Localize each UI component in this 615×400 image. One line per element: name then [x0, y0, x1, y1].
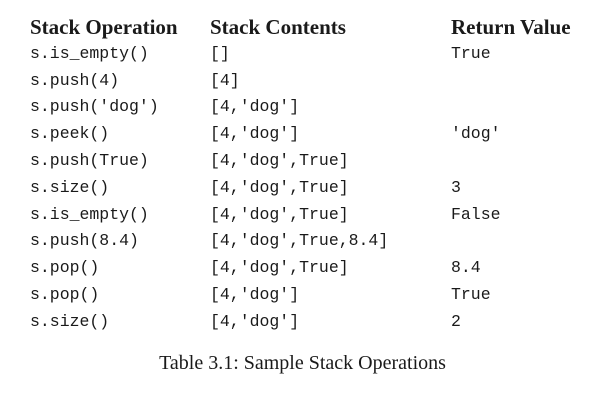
- table-row: s.peek() [4,'dog'] 'dog': [30, 120, 591, 147]
- cell-return-value: [451, 67, 591, 94]
- cell-contents: [4,'dog']: [210, 311, 300, 331]
- table-row: s.pop() [4,'dog',True] 8.4: [30, 254, 591, 281]
- cell-contents: [4,'dog']: [210, 124, 300, 144]
- table-row: s.push('dog') [4,'dog']: [30, 94, 591, 121]
- cell-return-value: False: [451, 204, 501, 224]
- cell-return-value: 3: [451, 177, 461, 197]
- cell-operation: s.pop(): [30, 258, 100, 278]
- table-row: s.push(4) [4]: [30, 67, 591, 94]
- cell-contents: [4,'dog',True,8.4]: [210, 231, 389, 251]
- cell-return-value: True: [451, 285, 491, 305]
- cell-operation: s.push('dog'): [30, 97, 159, 117]
- cell-return-value: [451, 147, 591, 174]
- table-row: s.pop() [4,'dog'] True: [30, 281, 591, 308]
- cell-contents: [4,'dog',True]: [210, 151, 349, 171]
- cell-return-value: 2: [451, 311, 461, 331]
- table-body: s.is_empty() [] True s.push(4) [4] s.pus…: [30, 40, 591, 335]
- cell-operation: s.size(): [30, 311, 110, 331]
- table-row: s.is_empty() [4,'dog',True] False: [30, 201, 591, 228]
- cell-operation: s.push(4): [30, 70, 120, 90]
- table-header: Stack Operation Stack Contents Return Va…: [30, 14, 591, 40]
- table-header-row: Stack Operation Stack Contents Return Va…: [30, 14, 591, 40]
- header-stack-operation: Stack Operation: [30, 14, 178, 39]
- cell-contents: [4]: [210, 70, 240, 90]
- cell-contents: [4,'dog',True]: [210, 177, 349, 197]
- cell-return-value: [451, 228, 591, 255]
- cell-operation: s.peek(): [30, 124, 110, 144]
- cell-contents: [4,'dog']: [210, 285, 300, 305]
- cell-return-value: True: [451, 43, 491, 63]
- table-row: s.push(True) [4,'dog',True]: [30, 147, 591, 174]
- table-row: s.push(8.4) [4,'dog',True,8.4]: [30, 228, 591, 255]
- stack-operations-table: Stack Operation Stack Contents Return Va…: [30, 14, 591, 335]
- cell-operation: s.is_empty(): [30, 43, 149, 63]
- cell-operation: s.pop(): [30, 285, 100, 305]
- cell-operation: s.is_empty(): [30, 204, 149, 224]
- header-stack-contents: Stack Contents: [210, 14, 346, 39]
- cell-operation: s.size(): [30, 177, 110, 197]
- header-return-value: Return Value: [451, 14, 571, 39]
- cell-return-value: [451, 94, 591, 121]
- cell-contents: [4,'dog']: [210, 97, 300, 117]
- cell-contents: [4,'dog',True]: [210, 258, 349, 278]
- table-row: s.size() [4,'dog',True] 3: [30, 174, 591, 201]
- cell-return-value: 'dog': [451, 124, 501, 144]
- cell-contents: [4,'dog',True]: [210, 204, 349, 224]
- cell-operation: s.push(True): [30, 151, 149, 171]
- cell-operation: s.push(8.4): [30, 231, 139, 251]
- cell-contents: []: [210, 43, 230, 63]
- table-row: s.size() [4,'dog'] 2: [30, 308, 591, 335]
- table-row: s.is_empty() [] True: [30, 40, 591, 67]
- cell-return-value: 8.4: [451, 258, 481, 278]
- table-caption: Table 3.1: Sample Stack Operations: [159, 352, 446, 374]
